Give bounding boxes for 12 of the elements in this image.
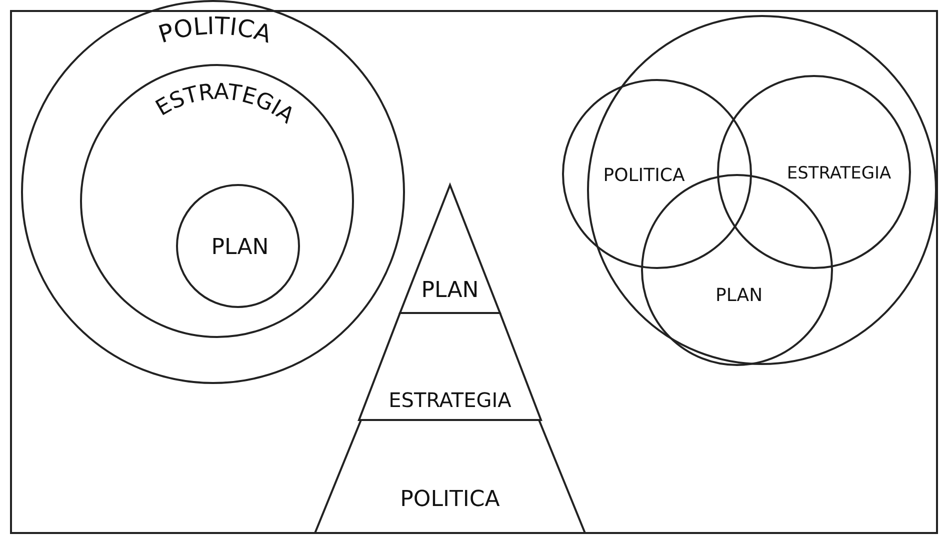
- circle-label: PLAN: [715, 287, 763, 305]
- circle-label: POLITICA: [155, 12, 275, 49]
- venn-circle: [717, 75, 911, 269]
- band-label: PLAN: [421, 280, 479, 302]
- circle-label: PLAN: [211, 237, 269, 259]
- venn-circle: [562, 79, 752, 269]
- circle-label: POLITICA: [603, 167, 685, 185]
- band-label: POLITICA: [400, 489, 500, 511]
- band-label: ESTRATEGIA: [388, 390, 512, 410]
- inner-circle: [176, 184, 300, 308]
- circle-label: ESTRATEGIA: [786, 166, 892, 182]
- middle-circle: [80, 64, 354, 338]
